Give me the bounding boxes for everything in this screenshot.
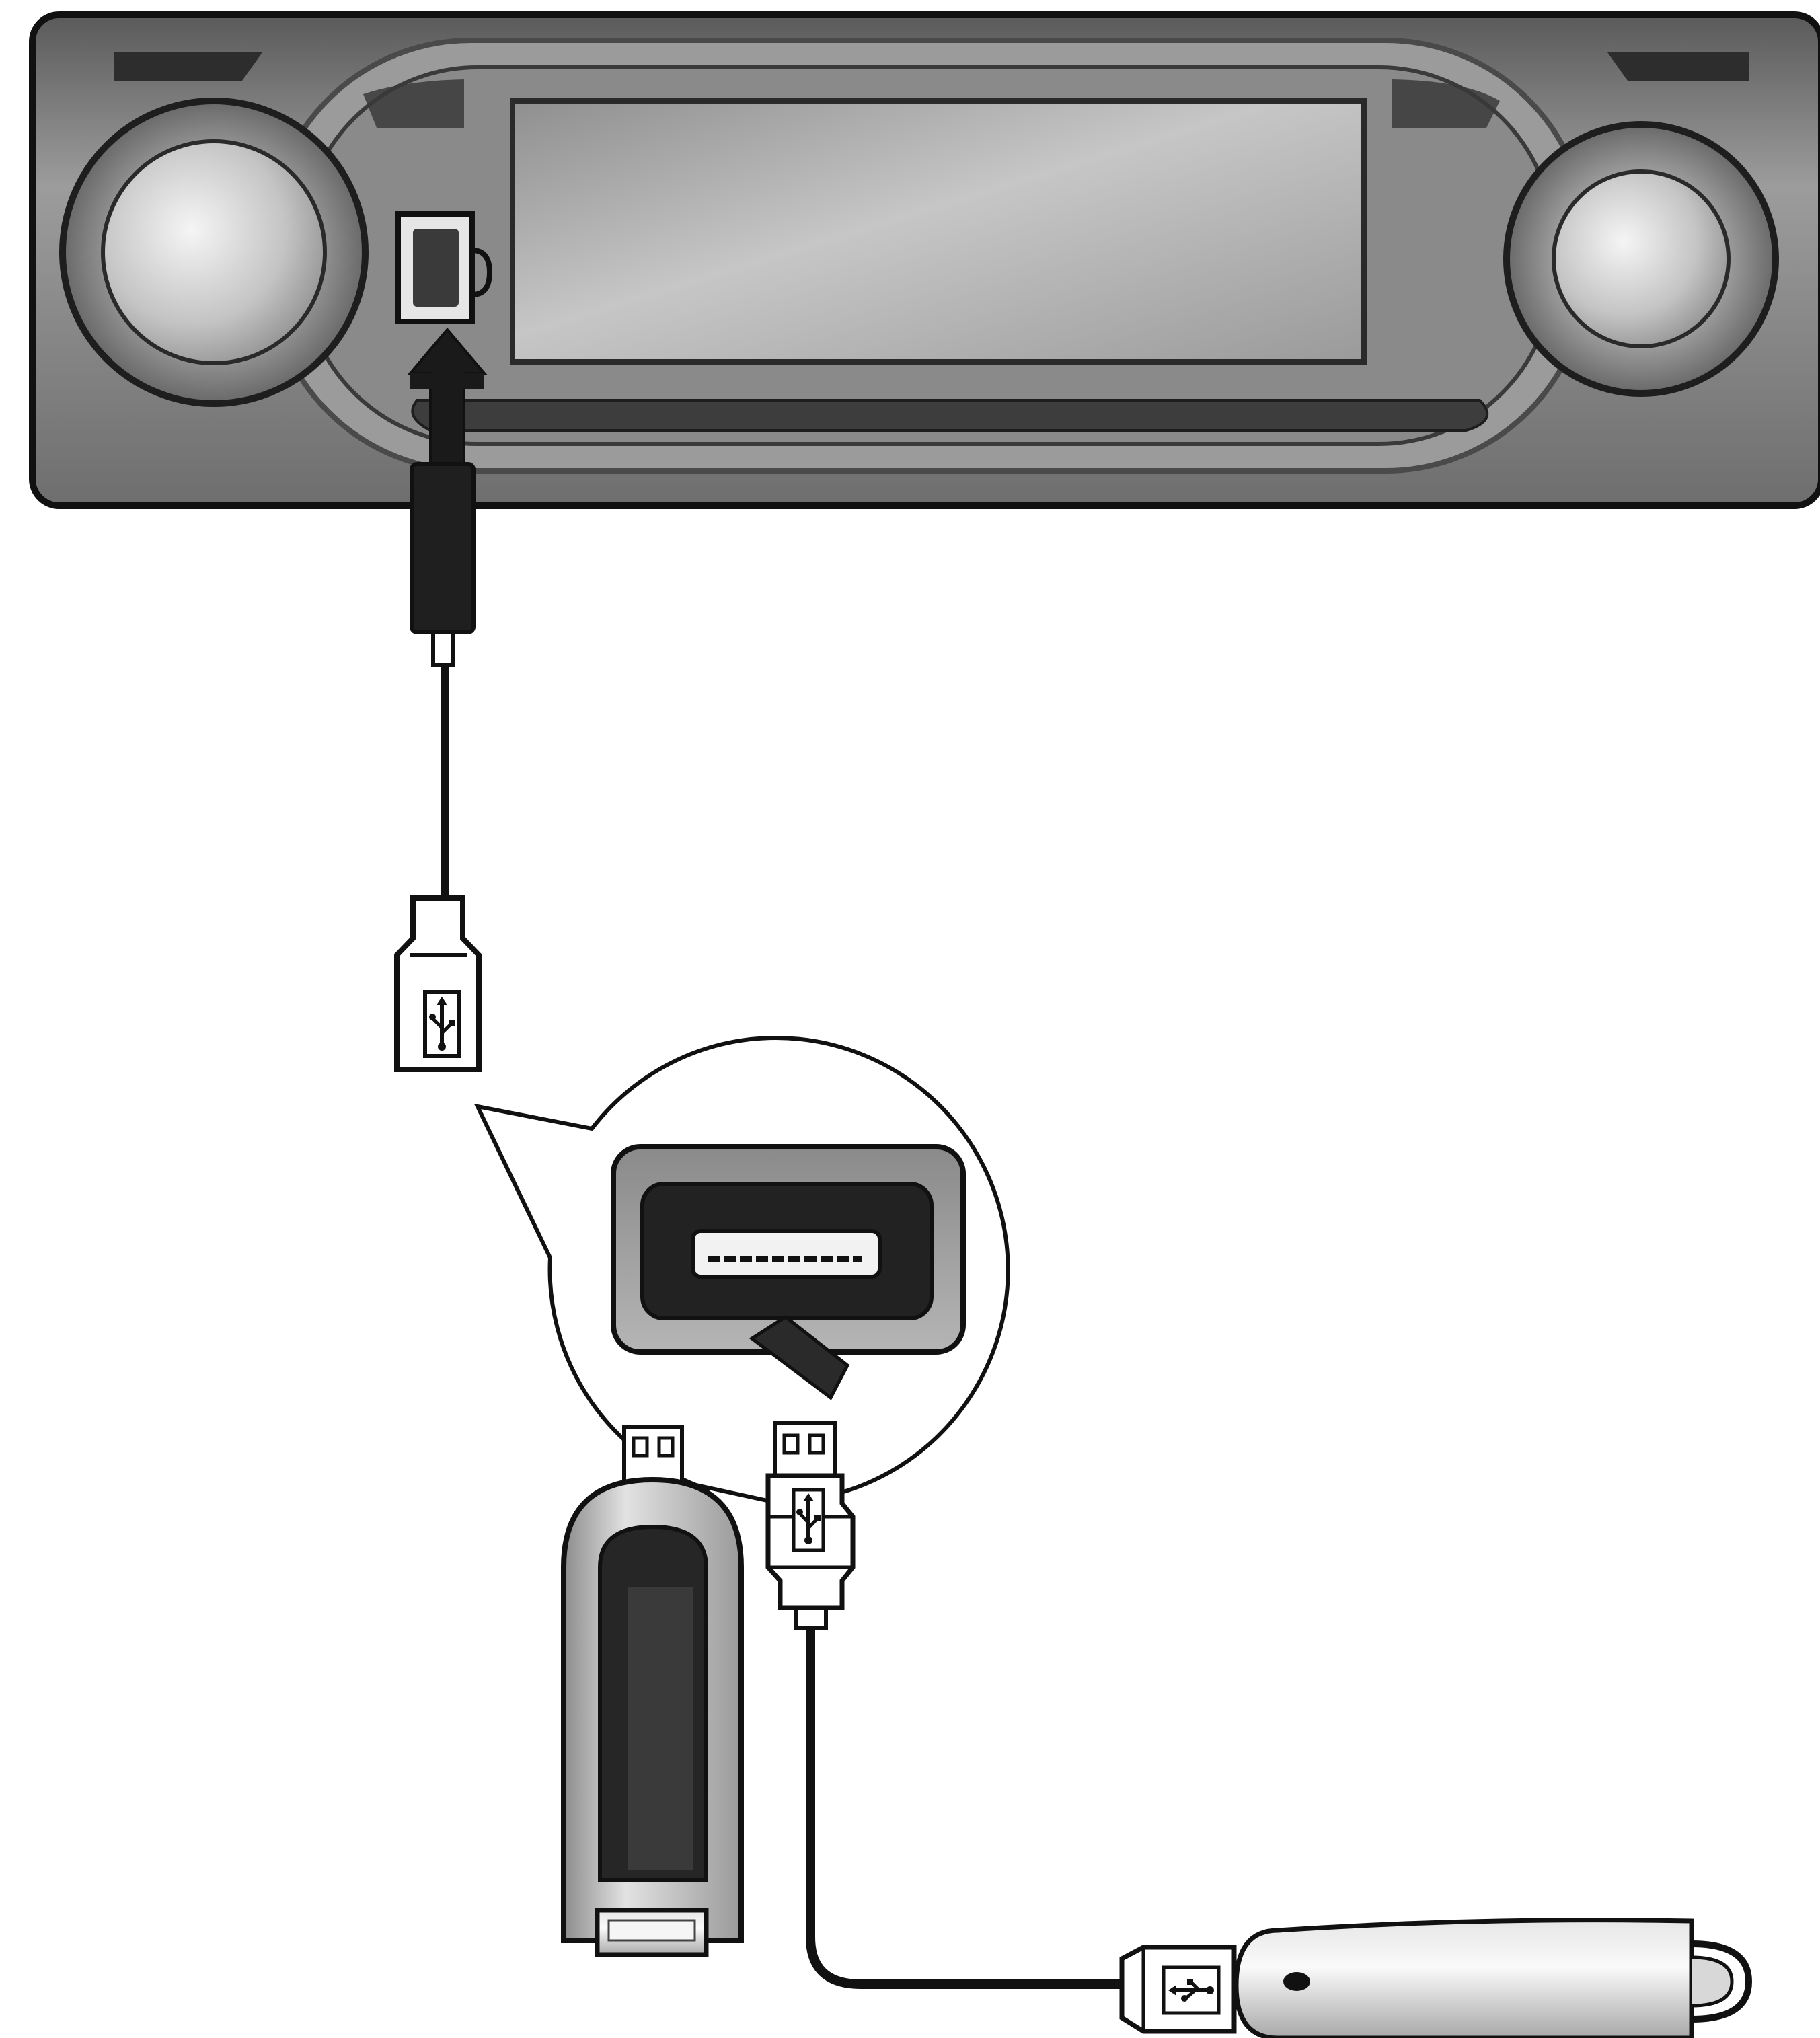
front-usb-port[interactable] — [395, 211, 493, 324]
zoomed-port-tongue — [691, 1229, 882, 1279]
stick-cable-wire — [806, 1628, 1123, 1989]
usb-icon — [1168, 1979, 1214, 2002]
left-volume-knob[interactable] — [101, 139, 327, 365]
usb-flash-drive[interactable] — [1119, 1918, 1753, 2038]
bezel-shadow-right — [1392, 79, 1500, 128]
usb-extension-cable — [410, 462, 476, 898]
usb-port-zoom-callout — [473, 1036, 1010, 1505]
right-top-vent — [1607, 52, 1749, 81]
flash-drive-body — [1234, 1918, 1694, 2038]
cable-connector-body — [410, 462, 476, 634]
zoomed-cable — [749, 1314, 850, 1400]
disc-slot — [411, 399, 1489, 432]
usb-icon — [429, 997, 455, 1051]
usb-icon — [796, 1493, 821, 1544]
flash-drive-led — [1283, 1972, 1310, 1991]
left-top-vent — [114, 52, 262, 81]
bezel-shadow-left — [363, 79, 464, 128]
right-knob[interactable] — [1552, 169, 1731, 348]
flash-drive-lanyard-loop — [1691, 1940, 1753, 2023]
male-usb-plug[interactable] — [765, 1421, 856, 1630]
usb-mp3-player[interactable] — [561, 1425, 744, 1957]
cable-strain-relief — [431, 630, 455, 667]
player-screen — [628, 1587, 693, 1870]
lcd-display — [510, 98, 1367, 365]
car-stereo-head-unit — [29, 11, 1820, 509]
female-usb-plug[interactable] — [394, 895, 482, 1072]
